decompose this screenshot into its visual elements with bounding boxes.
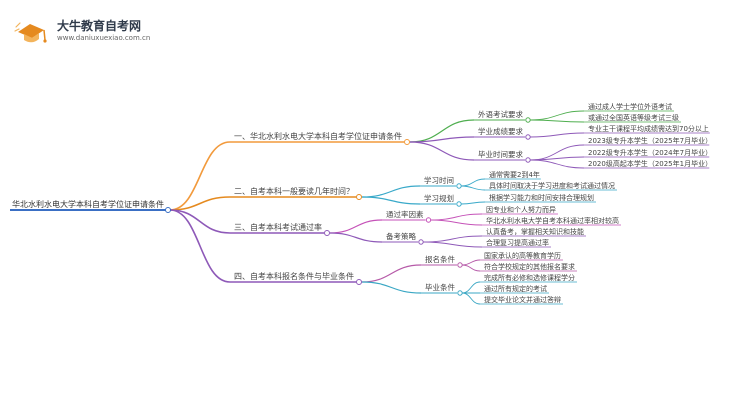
edge-branch-2-child-1 — [361, 185, 421, 198]
edge-leaf-1-1-1 — [529, 110, 585, 121]
edge-root-branch-4 — [169, 209, 231, 283]
edge-branch-1-child-1 — [409, 119, 475, 143]
child-connector-1-1 — [525, 117, 531, 123]
root-connector — [165, 207, 171, 213]
leaf-node-3-1-2[interactable]: 华北水利水电大学自考本科通过率相对较高 — [486, 216, 619, 225]
brand-name: 大牛教育自考网 — [57, 19, 142, 33]
edge-leaf-1-1-2 — [529, 119, 585, 123]
child-connector-4-1 — [457, 262, 463, 268]
leaf-node-1-1-2[interactable]: 或通过全国英语等级考试三级 — [588, 113, 679, 122]
child-node-2-2[interactable]: 学习规划 — [424, 193, 454, 203]
root-node[interactable]: 华北水利水电大学本科自考学位证申请条件 — [12, 199, 164, 209]
edge-leaf-4-1-2 — [461, 264, 481, 272]
edge-leaf-2-2-1 — [460, 201, 486, 205]
edge-branch-3-child-2 — [329, 232, 383, 243]
edge-leaf-3-2-2 — [422, 241, 483, 248]
brand-url: www.daniuxuexiao.com.cn — [57, 34, 151, 42]
child-connector-4-2 — [457, 290, 463, 296]
branch-node-1[interactable]: 一、华北水利水电大学本科自考学位证申请条件 — [234, 131, 402, 141]
child-connector-3-1 — [425, 217, 432, 223]
edge-leaf-2-1-1 — [460, 178, 486, 187]
edge-leaf-2-1-2 — [460, 185, 486, 191]
child-node-4-2[interactable]: 毕业条件 — [425, 282, 455, 292]
child-connector-2-2 — [456, 201, 462, 207]
branch-connector-3 — [324, 230, 330, 236]
branch-connector-2 — [356, 194, 362, 200]
mindmap-edges — [10, 110, 710, 305]
edge-leaf-1-2-1 — [529, 132, 585, 138]
edge-branch-3-child-1 — [329, 219, 383, 234]
edge-leaf-1-3-3 — [529, 159, 585, 169]
graduation-cap-icon — [14, 22, 47, 43]
branch-connector-4 — [356, 279, 362, 285]
leaf-node-3-1-1[interactable]: 因专业和个人努力而异 — [486, 205, 556, 214]
leaf-node-2-1-1[interactable]: 通常需要2到4年 — [489, 170, 540, 179]
edge-leaf-3-2-1 — [422, 235, 483, 243]
child-node-4-1[interactable]: 报名条件 — [425, 254, 455, 264]
leaf-node-2-2-1[interactable]: 根据学习能力和时间安排合理规划 — [489, 193, 594, 202]
leaf-node-1-3-2[interactable]: 2022级专升本学生（2024年7月毕业） — [588, 148, 712, 157]
child-node-1-3[interactable]: 毕业时间要求 — [478, 149, 523, 159]
edge-branch-4-child-2 — [361, 281, 422, 294]
edge-leaf-4-1-1 — [461, 259, 481, 266]
child-connector-2-1 — [456, 183, 462, 189]
edge-leaf-3-1-1 — [430, 213, 483, 221]
child-node-1-2[interactable]: 学业成绩要求 — [478, 126, 523, 136]
leaf-node-1-1-1[interactable]: 通过成人学士学位外语考试 — [588, 102, 672, 111]
edge-branch-2-child-2 — [361, 196, 421, 205]
leaf-node-3-2-2[interactable]: 合理复习提高通过率 — [486, 238, 549, 247]
edge-branch-1-child-2 — [409, 136, 475, 143]
branch-node-2[interactable]: 二、自考本科一般要读几年时间？ — [234, 186, 354, 196]
edge-branch-1-child-3 — [409, 141, 475, 161]
child-connector-1-3 — [525, 157, 531, 163]
edge-leaf-4-2-3 — [461, 292, 481, 305]
leaf-node-4-2-3[interactable]: 提交毕业论文并通过答辩 — [484, 295, 561, 304]
child-node-1-1[interactable]: 外语考试要求 — [478, 109, 523, 119]
leaf-node-1-2-1[interactable]: 专业主干课程平均成绩需达到70分以上 — [588, 124, 709, 133]
mindmap-nodes: 华北水利水电大学本科自考学位证申请条件 一、华北水利水电大学本科自考学位证申请条件… — [12, 102, 712, 304]
leaf-node-3-2-1[interactable]: 认真备考，掌握相关知识和技能 — [486, 227, 584, 236]
leaf-node-4-1-1[interactable]: 国家承认的高等教育学历 — [484, 251, 561, 260]
leaf-node-2-1-2[interactable]: 具体时间取决于学习进度和考试通过情况 — [489, 181, 615, 190]
edge-leaf-1-3-2 — [529, 156, 585, 161]
edge-leaf-3-1-2 — [430, 219, 483, 226]
leaf-node-1-3-1[interactable]: 2023级专升本学生（2025年7月毕业） — [588, 136, 712, 145]
branch-connector-1 — [404, 139, 410, 145]
child-node-3-1[interactable]: 通过率因素 — [386, 209, 424, 219]
child-node-3-2[interactable]: 备考策略 — [386, 231, 416, 241]
edge-leaf-1-3-1 — [529, 144, 585, 161]
child-node-2-1[interactable]: 学习时间 — [424, 175, 454, 185]
branch-node-4[interactable]: 四、自考本科报名条件与毕业条件 — [234, 271, 354, 281]
edge-branch-4-child-1 — [361, 264, 422, 283]
child-connector-3-2 — [418, 239, 424, 245]
brand-logo[interactable]: 大牛教育自考网 www.daniuxuexiao.com.cn — [14, 14, 204, 48]
edge-leaf-4-2-1 — [461, 281, 481, 294]
leaf-node-1-3-3[interactable]: 2020级高起本学生（2025年1月毕业） — [588, 159, 712, 168]
edge-root-branch-2 — [169, 196, 231, 211]
child-connector-1-2 — [525, 134, 531, 140]
leaf-node-4-1-2[interactable]: 符合学校规定的其他报名要求 — [484, 262, 575, 271]
edge-root-branch-1 — [169, 141, 231, 211]
branch-node-3[interactable]: 三、自考本科考试通过率 — [234, 222, 322, 232]
leaf-node-4-2-2[interactable]: 通过所有规定的考试 — [484, 284, 547, 293]
leaf-node-4-2-1[interactable]: 完成所有必修和选修课程学分 — [484, 273, 575, 282]
edge-root-branch-3 — [169, 209, 231, 234]
